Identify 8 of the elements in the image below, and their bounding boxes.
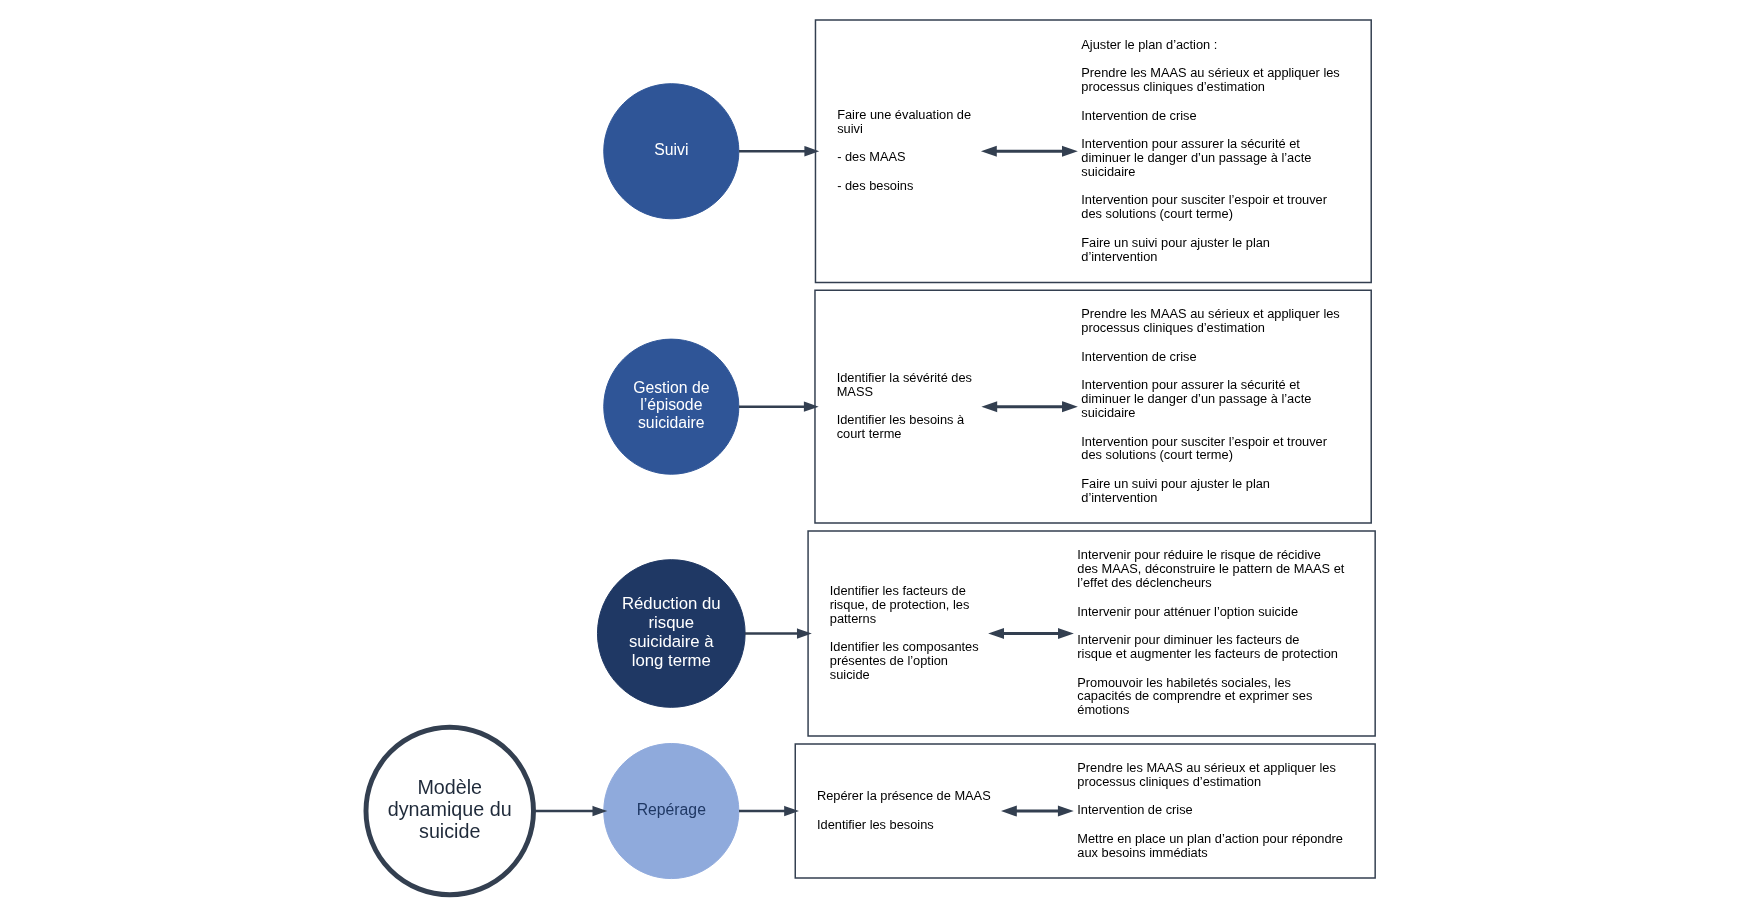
- node-text: Identifier les facteurs de risque, de protection, les patterns Identifier les composantes présentes de l’option suicide: [829, 582, 979, 682]
- node-text: Identifier la sévérité des MASS Identifier les besoins à court terme: [836, 369, 972, 442]
- node-text: Ajuster le plan d’action : Prendre les MAAS au sérieux et appliquer les processus cliniques d’estimation Intervention de crise Intervention pour assurer la sécurité et diminuer le danger d’un passage à l’acte suicidaire Intervention pour susciter l’espoir et trouver des solutions (court terme) Faire un suivi pour ajuster le plan d’intervention: [1080, 36, 1340, 264]
- node-text: Repérer la présence de MAAS Identifier les besoins: [816, 788, 991, 832]
- node-text: Faire une évaluation de suivi - des MAAS - des besoins: [836, 107, 971, 194]
- node-text: Prendre les MAAS au sérieux et appliquer les processus cliniques d’estimation Intervention de crise Mettre en place un plan d’action pour répondre aux besoins immédiats: [1076, 759, 1343, 860]
- node-text: Prendre les MAAS au sérieux et appliquer les processus cliniques d’estimation Intervention de crise Intervention pour assurer la sécurité et diminuer le danger d’un passage à l’acte suicidaire Intervention pour susciter l’espoir et trouver des solutions (court terme) Faire un suivi pour ajuster le plan d’intervention: [1080, 306, 1340, 505]
- node-text: Intervenir pour réduire le risque de récidive des MAAS, déconstruire le pattern de MAAS et l’effet des déclencheurs Intervenir pour atténuer l’option suicide Intervenir pour diminuer les facteurs de risque et augmenter les facteurs de protection Promouvoir les habiletés sociales, les capacités de comprendre et exprimer ses émotions: [1076, 547, 1344, 718]
